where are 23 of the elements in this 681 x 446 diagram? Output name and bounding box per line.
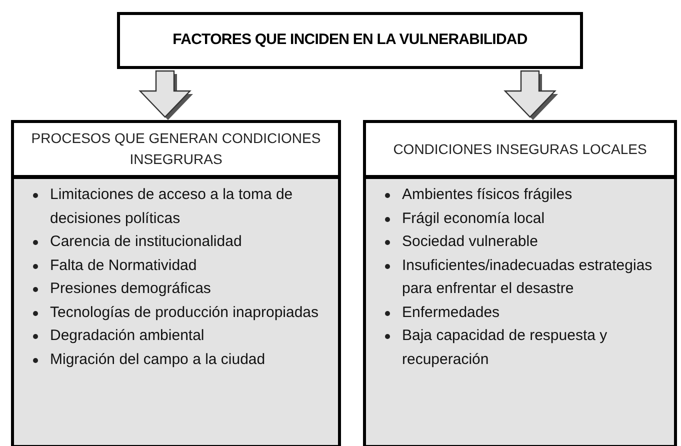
list-box (11, 176, 341, 446)
block-arrow (138, 70, 193, 120)
title-text: FACTORES QUE INCIDEN EN LA VULNERABILIDAD (172, 30, 528, 50)
header-box (11, 120, 341, 178)
list-item: Migración del campo a la ciudad (50, 350, 266, 368)
list-item: Baja capacidad de respuesta y recuperación (402, 327, 608, 368)
list-item: Insuficientes/inadecuadas estrategias para enfrentar el desastre (402, 256, 652, 297)
list-item: Falta de Normatividad (50, 256, 197, 274)
list-item: Limitaciones de acceso a la toma de decisiones políticas (50, 186, 293, 226)
header-text: PROCESOS QUE GENERAN CONDICIONES INSEGRURAS (30, 129, 322, 169)
list-item: Enfermedades (402, 304, 500, 320)
block-arrow (504, 70, 558, 120)
list-item: Presiones demográficas (50, 280, 211, 297)
list-box (363, 176, 677, 446)
header-text: CONDICIONES INSEGURAS LOCALES (393, 140, 647, 158)
list-item: Degradación ambiental (50, 327, 204, 344)
list-item: Tecnologías de producción inapropiadas (50, 304, 319, 320)
list-item: Ambientes físicos frágiles (402, 186, 572, 203)
list-item: Sociedad vulnerable (402, 233, 538, 250)
header-box (363, 120, 677, 178)
list-item: Frágil economía local (402, 210, 545, 226)
title-box (117, 12, 583, 69)
list-item: Carencia de institucionalidad (50, 233, 242, 250)
